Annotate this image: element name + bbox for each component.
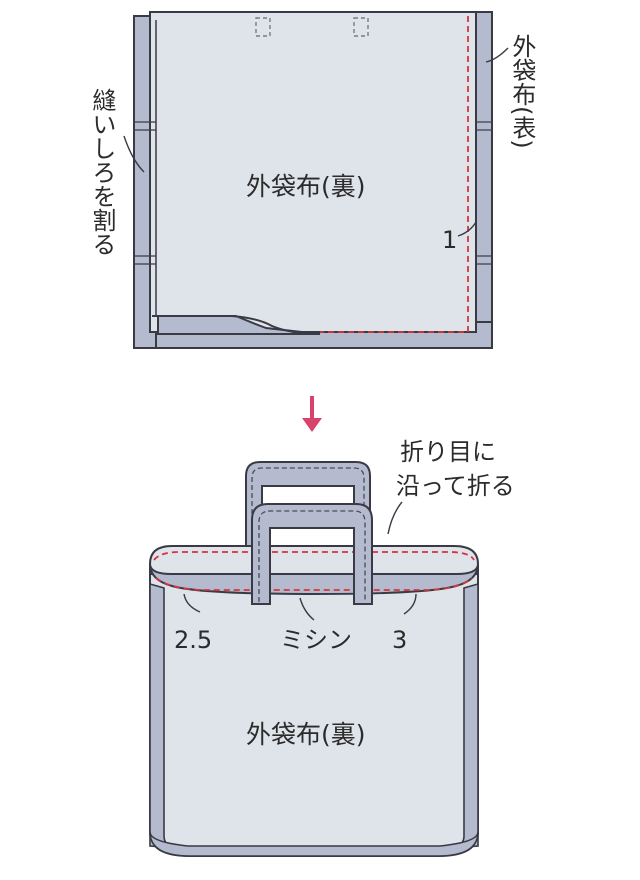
front-handle-stitch [258,510,366,602]
top-center-label: 外袋布(裏) [246,172,366,201]
leader-line-seam [123,135,145,173]
bag-body [149,573,479,857]
bottom-bag-figure [149,461,479,857]
leader-line-stitch [299,597,315,621]
top-side-label-front: 外袋布(表) [507,34,536,149]
fold-curl [231,315,319,335]
leader-line-measure [457,221,477,237]
top-side-label-seam: 縫いしろを割る [87,88,116,256]
bag-bottom-band [149,831,479,857]
top-bag-figure [123,11,509,349]
leader-line-left-measure [183,593,201,613]
cuff-stitch-bottom [155,577,473,591]
handle-position-marker [353,17,369,37]
leader-line-right-measure [403,593,417,615]
bottom-stitch-label: ミシン [280,626,352,654]
stitch-line [320,16,469,333]
fold-label-line1: 折り目に [400,438,496,466]
cuff-stitch-top [153,551,475,561]
bottom-measure-left: 2.5 [174,626,213,654]
leader-line-fold [387,501,403,535]
fold-label-line2: 沿って折る [396,472,515,500]
down-arrow-icon [302,396,322,432]
outer-bag-panel-back [149,11,477,333]
bag-inner-back [149,545,479,575]
bottom-center-label: 外袋布(裏) [246,720,366,749]
handle-position-marker [255,17,271,37]
bottom-measure-right: 3 [392,626,408,654]
top-measure-label: 1 [442,226,458,254]
leader-line-front [485,47,509,63]
front-handle [251,503,373,605]
back-handle-stitch [251,467,365,546]
